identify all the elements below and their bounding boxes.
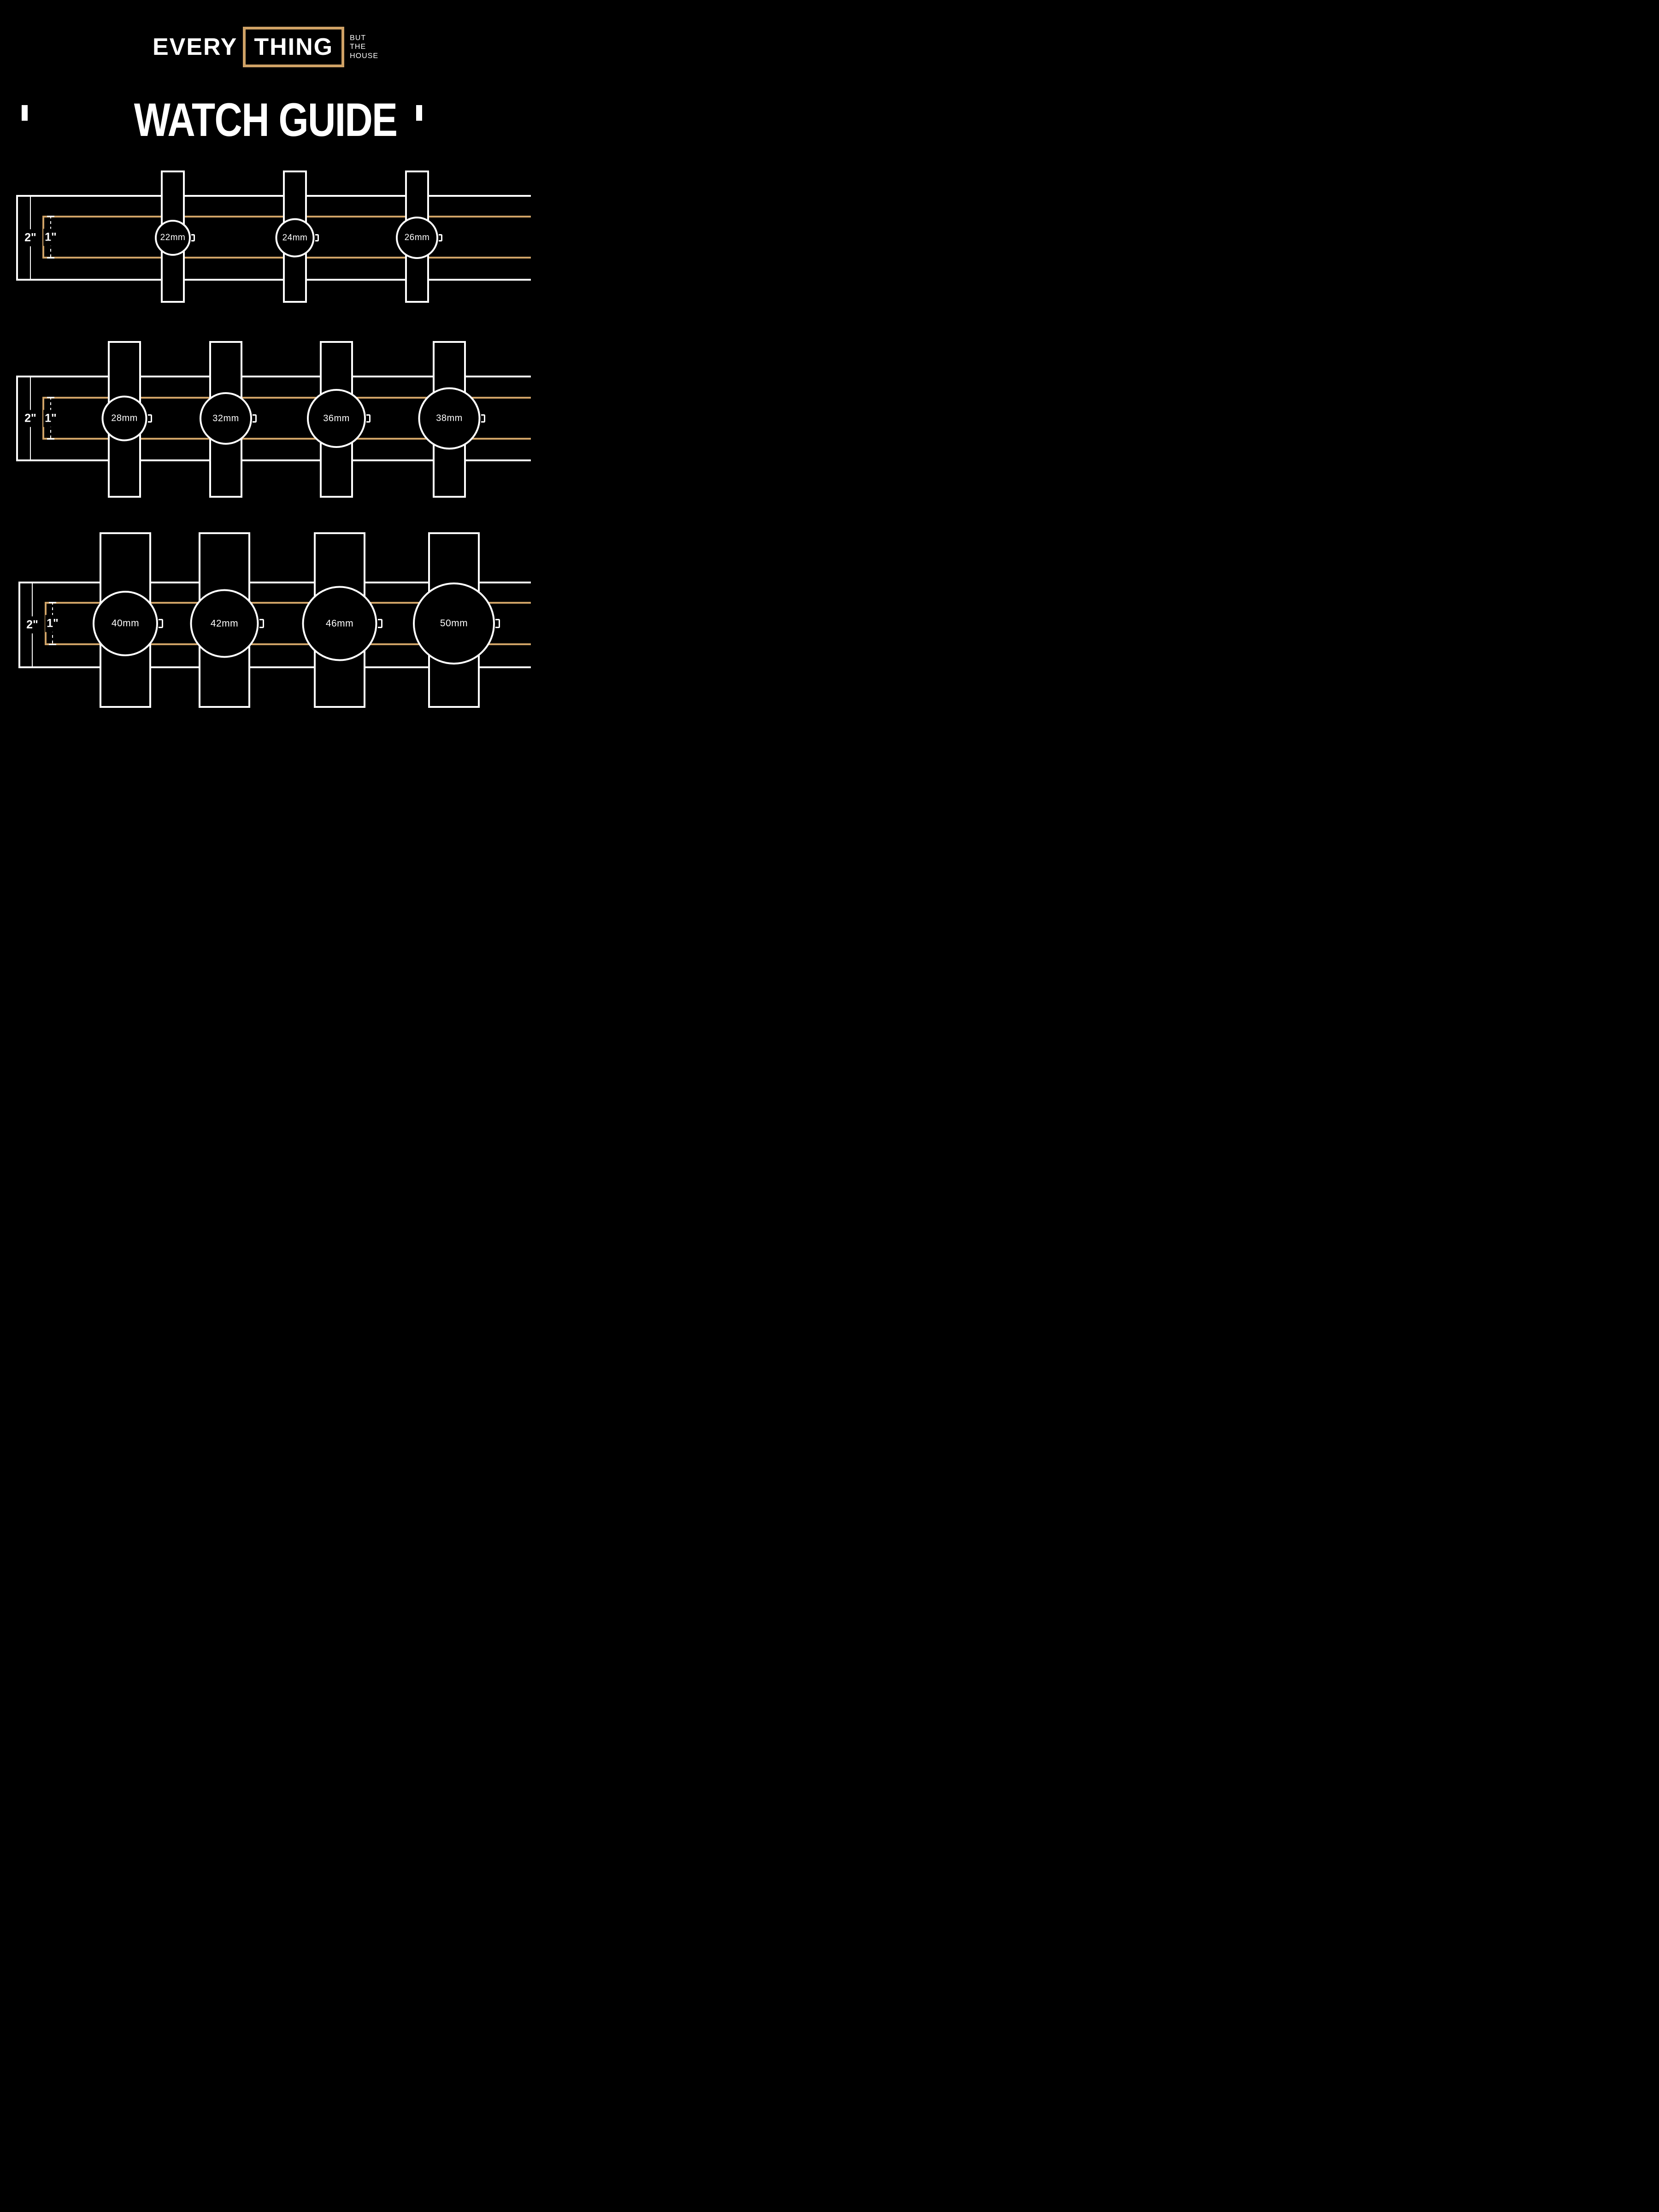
watch-face: 42mm (190, 589, 259, 658)
two-inch-band-row3 (18, 582, 531, 668)
watch-face: 46mm (302, 586, 377, 661)
watch-crown (191, 234, 195, 241)
watch-size-label: 38mm (436, 413, 463, 424)
watch-crown (253, 414, 257, 423)
title-tick-right (416, 105, 422, 121)
watch-size-label: 42mm (210, 618, 239, 629)
watch-face: 40mm (93, 591, 158, 656)
watch-24mm: 24mm (275, 171, 319, 303)
watch-size-label: 24mm (282, 233, 308, 242)
watch-40mm: 40mm (93, 532, 163, 708)
watch-face: 28mm (101, 395, 147, 441)
watch-size-label: 32mm (212, 413, 239, 424)
dimension-label: 1" (43, 229, 58, 246)
page-title: WATCH GUIDE (134, 94, 398, 146)
dimension-label: 2" (23, 229, 38, 247)
watch-size-label: 28mm (111, 413, 138, 424)
watch-crown (259, 619, 264, 628)
watch-crown (439, 234, 442, 241)
watch-36mm: 36mm (307, 341, 371, 498)
logo-tagline-but: BUT (350, 34, 366, 42)
two-inch-band-row1 (16, 195, 531, 281)
logo-tagline: BUT THE HOUSE (350, 34, 378, 60)
watch-crown (147, 414, 152, 423)
watch-crown (159, 619, 163, 628)
watch-28mm: 28mm (101, 341, 152, 498)
watch-26mm: 26mm (396, 171, 442, 303)
watch-size-label: 26mm (404, 233, 430, 242)
watch-crown (481, 414, 485, 423)
watch-face: 24mm (275, 218, 315, 258)
watch-crown (495, 619, 500, 628)
watch-face: 32mm (200, 392, 252, 445)
watch-crown (315, 234, 319, 241)
watch-size-label: 40mm (111, 618, 140, 629)
dimension-label: 2" (23, 410, 38, 427)
watch-size-label: 36mm (323, 413, 350, 424)
dimension-label: 2" (25, 616, 40, 634)
logo-tagline-the: THE (350, 43, 366, 51)
watch-size-label: 22mm (160, 233, 186, 242)
watch-face: 38mm (418, 387, 481, 450)
title-tick-left (22, 105, 28, 121)
watch-guide-infographic: EVERY THING BUT THE HOUSE WATCH GUIDE 2"… (0, 0, 531, 708)
watch-46mm: 46mm (302, 532, 382, 708)
watch-50mm: 50mm (413, 532, 500, 708)
watch-crown (377, 619, 382, 628)
watch-face: 36mm (307, 389, 366, 448)
one-inch-band-row2 (42, 397, 531, 440)
dimension-label: 1" (45, 615, 60, 632)
watch-32mm: 32mm (200, 341, 257, 498)
watch-size-label: 50mm (440, 618, 468, 629)
two-inch-band-row2 (16, 376, 531, 461)
logo-tagline-house: HOUSE (350, 52, 379, 60)
dimension-label: 1" (43, 410, 58, 427)
logo-text-thing-box: THING (243, 27, 345, 67)
watch-22mm: 22mm (155, 171, 195, 303)
watch-42mm: 42mm (190, 532, 264, 708)
watch-size-label: 46mm (325, 618, 354, 629)
watch-face: 22mm (155, 220, 191, 256)
ebth-logo: EVERY THING BUT THE HOUSE (0, 27, 531, 67)
watch-crown (366, 414, 371, 423)
watch-38mm: 38mm (418, 341, 485, 498)
watch-face: 26mm (396, 217, 438, 259)
watch-face: 50mm (413, 582, 495, 665)
logo-text-every: EVERY (152, 34, 238, 60)
